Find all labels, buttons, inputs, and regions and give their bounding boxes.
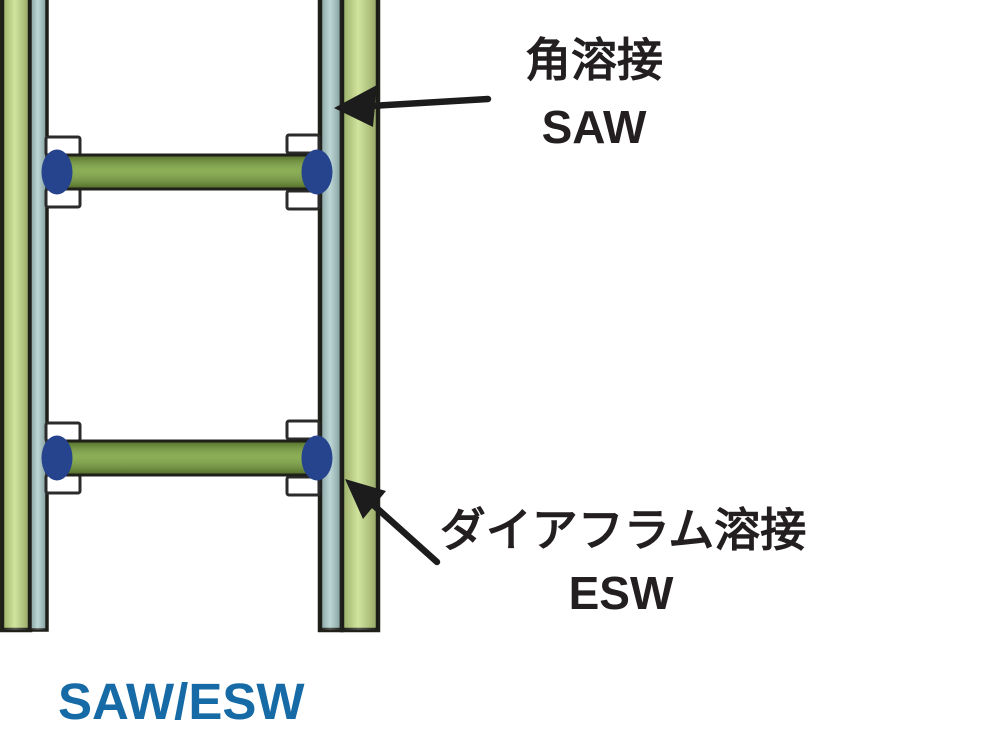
weld-node-icon xyxy=(41,435,73,481)
weld-node-icon xyxy=(301,149,333,195)
backing-tab xyxy=(285,189,321,211)
weld-node-icon xyxy=(41,149,73,195)
diaphragm-plate-shading xyxy=(58,442,316,474)
corner-weld-label-jp: 角溶接 xyxy=(525,34,663,86)
diaphragm-weld-label-jp: ダイアフラム溶接 xyxy=(439,504,807,556)
backing-tab xyxy=(285,419,321,441)
figure-caption: SAW/ESW xyxy=(58,673,305,730)
column-left-skin-plate-shading xyxy=(30,0,47,630)
arrow-corner-weld xyxy=(334,85,492,127)
column-right-skin-plate-shading xyxy=(320,0,342,630)
arrowhead-icon xyxy=(334,85,377,127)
arrow-shaft xyxy=(367,95,492,110)
diaphragm-lower xyxy=(41,419,333,497)
backing-tab xyxy=(285,133,321,155)
column-left-wall xyxy=(0,0,49,633)
diaphragm-weld-label-en: ESW xyxy=(568,567,674,619)
column-left-outer-flange-shading xyxy=(2,0,30,630)
arrow-shaft xyxy=(366,498,441,566)
arrow-diaphragm-weld xyxy=(345,479,441,566)
arrowhead-icon xyxy=(345,479,386,519)
corner-weld-label-en: SAW xyxy=(541,101,647,153)
weld-node-icon xyxy=(301,435,333,481)
diaphragm-plate-shading xyxy=(58,156,316,188)
backing-tab xyxy=(285,475,321,497)
diaphragm-upper xyxy=(41,133,333,211)
